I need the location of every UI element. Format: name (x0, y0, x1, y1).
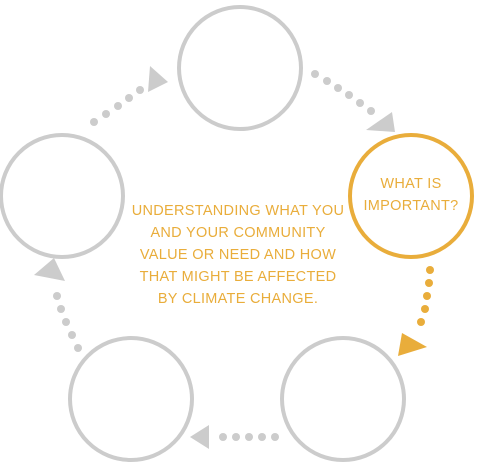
center-text-line: UNDERSTANDING WHAT YOU (131, 203, 345, 219)
connector-left-to-top (90, 66, 168, 126)
cycle-node-bottom-left (68, 336, 194, 462)
arrowhead-right-to-bottom-right (398, 333, 427, 356)
center-text-line: AND YOUR COMMUNITY (150, 225, 326, 241)
arrowhead-bottom-right-to-bottom-left (190, 425, 209, 449)
center-text-line: BY CLIMATE CHANGE. (157, 291, 319, 307)
center-description: UNDERSTANDING WHAT YOU AND YOUR COMMUNIT… (118, 200, 358, 310)
cycle-node-right-active (348, 133, 474, 259)
active-node-label-line: IMPORTANT? (363, 198, 459, 214)
cycle-node-bottom-right (280, 336, 406, 462)
cycle-node-left (0, 133, 125, 259)
connector-bottom-left-to-left (34, 258, 82, 352)
center-text-line: THAT MIGHT BE AFFECTED (139, 269, 337, 285)
cycle-node-top (177, 5, 303, 131)
connector-right-to-bottom-right (398, 266, 434, 356)
connector-bottom-right-to-bottom-left (190, 425, 279, 449)
connector-top-to-right (311, 70, 395, 132)
center-text-line: VALUE OR NEED AND HOW (139, 247, 337, 263)
active-node-label: WHAT IS IMPORTANT? (352, 173, 470, 217)
arrowhead-top-to-right (366, 112, 395, 132)
arrowhead-left-to-top (148, 66, 168, 92)
arrowhead-bottom-left-to-left (34, 258, 65, 281)
active-node-label-line: WHAT IS (380, 176, 442, 192)
